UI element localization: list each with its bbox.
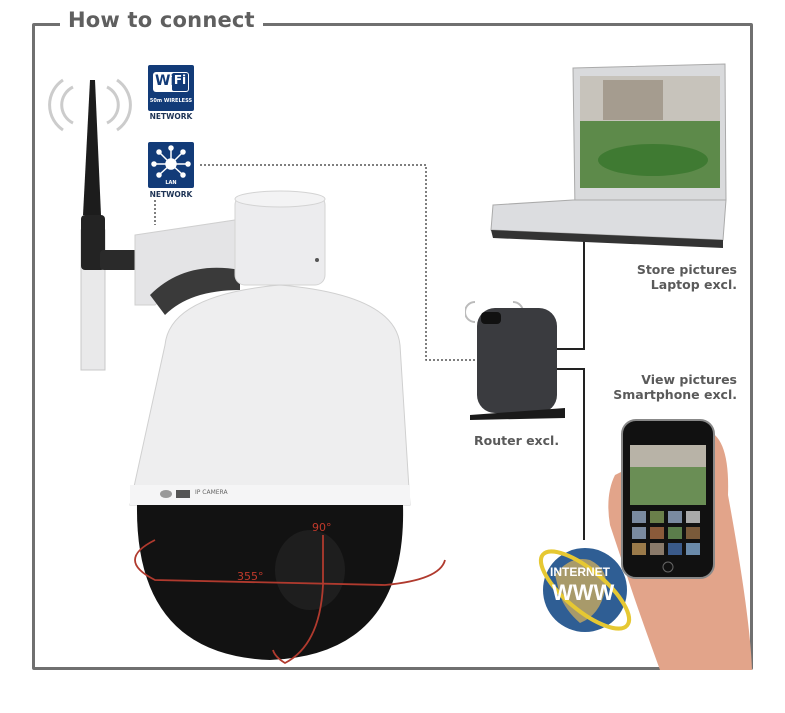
laptop-illustration — [490, 63, 727, 248]
wifi-network-badge: Wi Fi 50m WIRELESS — [148, 65, 194, 111]
tilt-arc-icon — [272, 584, 324, 665]
router-caption: Router excl. — [474, 433, 560, 448]
camera-logo-icon — [160, 490, 172, 498]
internet-globe: INTERNET WWW — [530, 535, 640, 645]
laptop-caption-line1: Store pictures — [636, 262, 737, 277]
camera-model-label: IP CAMERA — [195, 489, 228, 496]
smartphone-caption-line2: Smartphone excl. — [613, 387, 737, 402]
camera-wifi-mini-icon — [176, 490, 190, 498]
antenna-illustration — [48, 78, 148, 371]
laptop-caption-line2: Laptop excl. — [650, 277, 737, 292]
router-illustration — [465, 301, 565, 420]
wifi-logo-left: Wi — [155, 73, 176, 89]
smartphone-illustration — [608, 419, 752, 670]
pan-angle-label: 355° — [237, 570, 264, 583]
network-hub-icon — [151, 145, 191, 178]
router-laptop-connector — [555, 230, 585, 350]
internet-label: INTERNET — [550, 565, 610, 579]
wifi-logo-right: Fi — [172, 73, 188, 91]
tilt-angle-label: 90° — [312, 521, 332, 534]
lan-dotted-connector — [200, 164, 476, 361]
router-internet-connector — [555, 368, 585, 540]
wifi-caption: NETWORK — [149, 112, 193, 121]
www-label: WWW — [552, 580, 615, 605]
lan-caption: NETWORK — [149, 190, 193, 199]
page-title: How to connect — [68, 8, 255, 32]
smartphone-caption: View pictures Smartphone excl. — [613, 372, 737, 402]
title-container: How to connect — [60, 8, 263, 32]
smartphone-caption-line1: View pictures — [641, 372, 737, 387]
laptop-caption: Store pictures Laptop excl. — [637, 262, 737, 292]
wifi-logo-icon: Wi Fi — [153, 72, 189, 92]
globe-icon — [538, 548, 632, 632]
lan-subtext: LAN — [165, 180, 177, 186]
diagram-frame — [32, 23, 753, 670]
ptz-camera-illustration — [129, 190, 446, 665]
wifi-subtext: 50m WIRELESS — [149, 98, 193, 104]
pan-arc-icon — [134, 539, 446, 586]
lan-network-badge: LAN — [148, 142, 194, 188]
